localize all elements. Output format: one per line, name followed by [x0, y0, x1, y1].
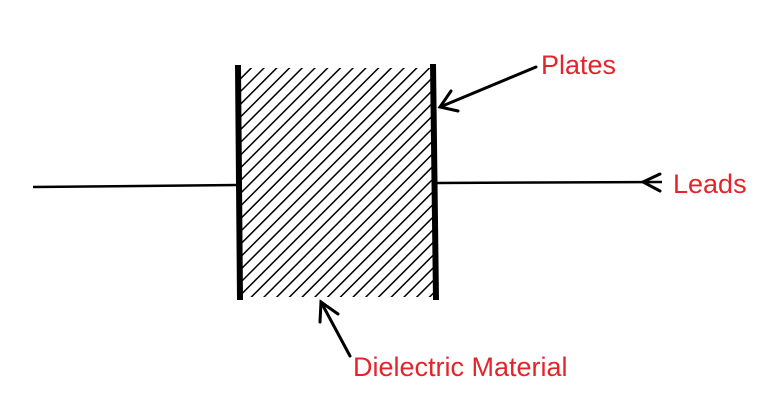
label-plates: Plates — [541, 50, 617, 80]
right-plate — [430, 63, 439, 301]
dielectric-material — [238, 68, 435, 297]
left-plate — [235, 64, 243, 301]
label-dielectric-material: Dielectric Material — [353, 352, 568, 382]
leads-arrow-icon — [639, 172, 662, 193]
left-lead — [32, 183, 239, 189]
plates-arrow-icon — [437, 65, 538, 113]
right-lead — [434, 180, 663, 185]
dielectric-arrow-icon — [318, 299, 352, 358]
label-leads: Leads — [673, 169, 747, 199]
